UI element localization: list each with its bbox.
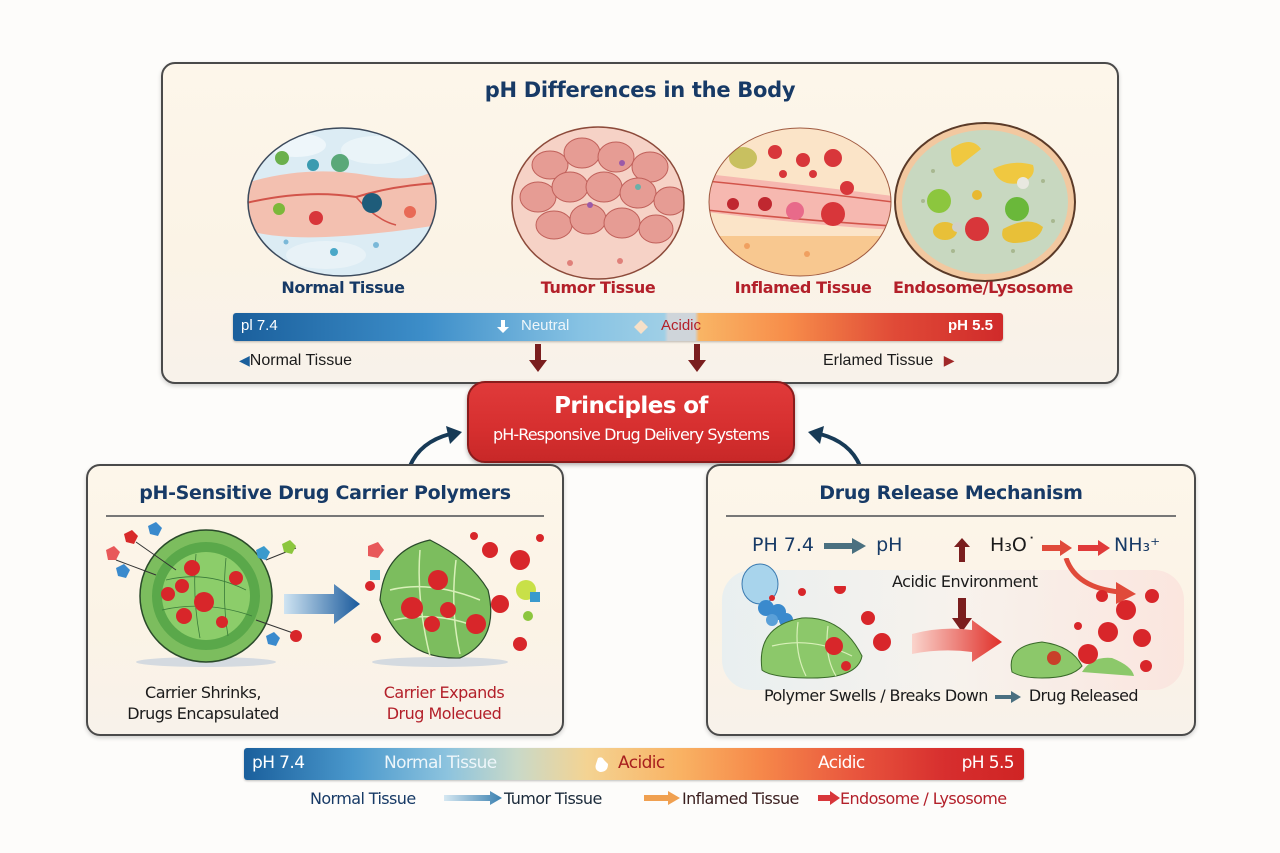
arrow-down-icon (688, 344, 706, 372)
polymer-blob-illustration (741, 563, 793, 627)
down-arrow-icon (497, 320, 509, 333)
arrow-down-icon (529, 344, 547, 372)
caption-line: Carrier Expands (383, 683, 505, 702)
principles-title-line1: Principles of (554, 393, 708, 419)
curved-arrow-left-icon (408, 426, 462, 467)
inflamed-tissue-label: Inflamed Tissue (734, 278, 872, 297)
under-bar-left-label: Normal Tissue (249, 352, 353, 369)
arrow-down-icon (952, 598, 972, 632)
ph-differences-title: pH Differences in the Body (484, 78, 796, 102)
nh3-label: NH₃⁺ (1114, 534, 1161, 556)
bottom-normal-tissue-label: Normal Tissue (384, 753, 497, 773)
ph-gradient-bar: pl 7.4 Neutral Acidic pH 5.5 (233, 313, 1003, 341)
carrier-polymers-title: pH-Sensitive Drug Carrier Polymers (139, 482, 511, 504)
flow-normal-tissue: Normal Tissue (310, 789, 416, 808)
ph-from-label: PH 7.4 (752, 534, 815, 556)
drug-release-title: Drug Release Mechanism (819, 482, 1083, 504)
bottom-acidic-label-1: Acidic (618, 753, 665, 773)
normal-tissue-illustration (247, 127, 437, 277)
flow-arrow-icon (818, 791, 840, 805)
drug-carrier-polymers-panel: pH-Sensitive Drug Carrier Polymers (86, 464, 564, 736)
caption-line: Drugs Encapsulated (127, 704, 279, 723)
diamond-icon (634, 320, 648, 334)
bottom-ph-gradient-bar: pH 7.4 Normal Tissue Acidic Acidic pH 5.… (244, 748, 1024, 780)
bottom-ph-7-4-label: pH 7.4 (252, 753, 305, 773)
tumor-tissue-illustration (511, 126, 685, 280)
drug-released-label: Drug Released (1028, 686, 1139, 705)
drug-release-illustration (760, 586, 1159, 679)
under-bar-right-label: Erlamed Tissue (823, 352, 934, 369)
ph-5-5-label: pH 5.5 (947, 317, 993, 334)
under-bar-left: ◀Normal Tissue (239, 352, 352, 370)
divider (726, 515, 1176, 517)
endosome-lysosome-label: Endosome/Lysosome (893, 278, 1073, 297)
ph-shift-row: PH 7.4 pH (752, 534, 902, 556)
under-bar-right: Erlamed Tissue ▶ (823, 352, 955, 370)
carrier-shrinks-caption: Carrier Shrinks, Drugs Encapsulated (108, 682, 298, 724)
ph-7-4-label: pl 7.4 (241, 317, 278, 334)
flow-tumor-tissue: Tumor Tissue (504, 789, 602, 808)
curved-red-arrow-icon (1063, 558, 1136, 604)
carrier-expands-caption: Carrier Expands Drug Molecued (354, 682, 534, 724)
right-triangle-icon: ▶ (943, 352, 955, 368)
normal-tissue-label: Normal Tissue (281, 278, 405, 297)
carrier-shrinks-illustration (106, 522, 302, 667)
reaction-arrows-icon (1042, 540, 1110, 556)
release-caption: Polymer Swells / Breaks Down Drug Releas… (708, 686, 1194, 705)
caption-line: Drug Molecued (386, 704, 502, 723)
drug-release-panel: Drug Release Mechanism PH 7.4 pH H₃O˙ NH… (706, 464, 1196, 736)
caption-line: Carrier Shrinks, (145, 683, 261, 702)
endosome-illustration (894, 122, 1076, 282)
acidic-environment-label: Acidic Environment (892, 572, 1038, 591)
ph-to-label: pH (876, 534, 903, 556)
hand-pointer-icon (595, 757, 608, 772)
arrow-right-icon (824, 537, 867, 554)
left-triangle-icon: ◀ (239, 352, 250, 368)
flow-inflamed-tissue: Inflamed Tissue (682, 789, 799, 808)
inflamed-tissue-illustration (708, 127, 892, 277)
acidic-label: Acidic (661, 317, 702, 334)
arrow-up-icon (954, 538, 970, 562)
principles-box: Principles of pH-Responsive Drug Deliver… (467, 381, 795, 463)
principles-title-line2: pH-Responsive Drug Delivery Systems (492, 425, 770, 444)
arrow-right-icon (995, 690, 1022, 703)
neutral-label: Neutral (521, 317, 570, 334)
flow-arrow-icon (644, 791, 680, 805)
bottom-ph-5-5-label: pH 5.5 (961, 753, 1015, 773)
flow-endosome-lysosome: Endosome / Lysosome (840, 789, 1007, 808)
polymer-swells-label: Polymer Swells / Breaks Down (764, 686, 988, 705)
carrier-expands-illustration (365, 532, 544, 667)
transition-arrow-icon (284, 584, 360, 624)
bottom-acidic-label-2: Acidic (818, 753, 865, 773)
flow-arrow-icon (444, 791, 502, 805)
divider (106, 515, 544, 517)
curved-arrow-right-icon (808, 426, 862, 467)
h3o-label: H₃O˙ (990, 534, 1037, 556)
tumor-tissue-label: Tumor Tissue (540, 278, 656, 297)
ph-differences-panel: pH Differences in the Body (161, 62, 1119, 384)
